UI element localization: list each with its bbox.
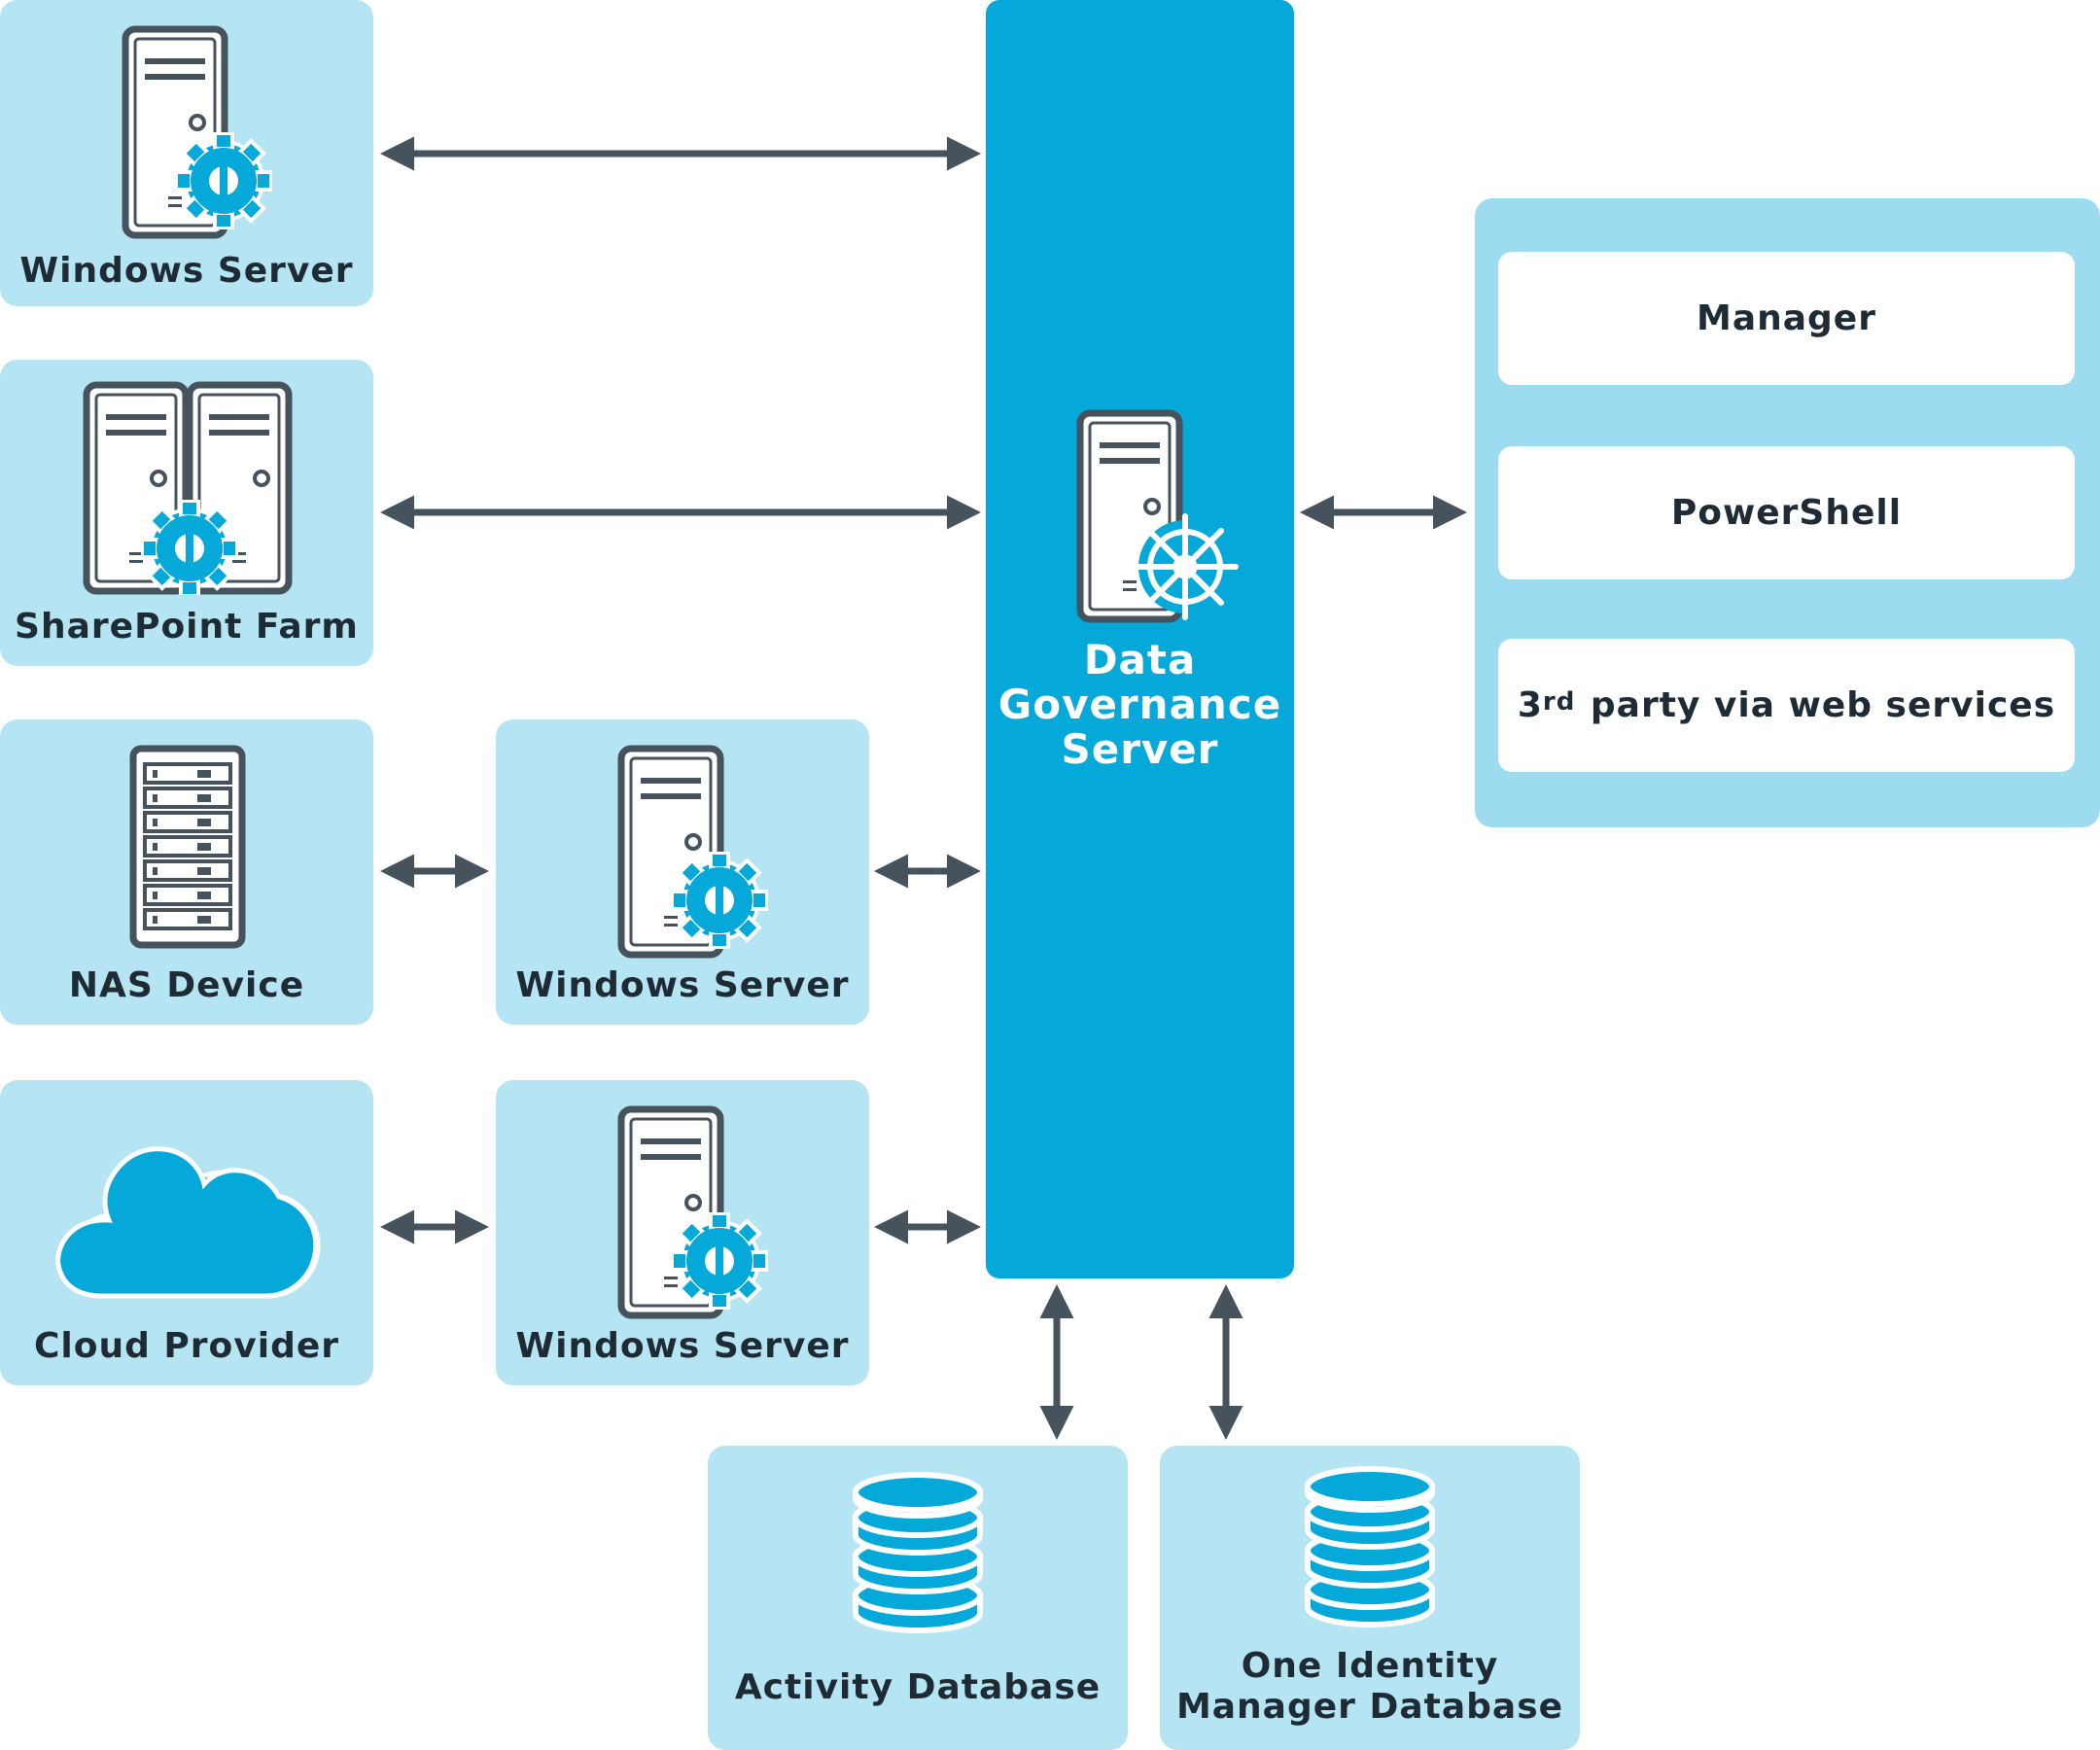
activity-database-label: Activity Database (734, 1667, 1102, 1707)
identity-database-line1: One Identity (1241, 1646, 1499, 1686)
data-governance-server-block: Data Governance Server (986, 0, 1294, 1278)
manager-card: Manager (1498, 252, 2075, 385)
identity-database-line2: Manager Database (1175, 1687, 1564, 1727)
windows-server-1-label: Windows Server (19, 251, 354, 291)
windows-server-2-label: Windows Server (515, 965, 850, 1005)
third-party-number: 3 (1517, 685, 1543, 725)
data-governance-server-label: Data Governance Server (986, 638, 1294, 772)
sharepoint-farm-label: SharePoint Farm (15, 607, 359, 647)
server-label-line2: Governance (998, 681, 1282, 728)
windows-server-1-panel: Windows Server (0, 0, 373, 306)
cloud-icon (55, 1146, 321, 1299)
activity-database-panel: Activity Database (708, 1446, 1128, 1750)
windows-server-3-label: Windows Server (515, 1326, 850, 1366)
cloud-provider-label: Cloud Provider (33, 1326, 340, 1366)
server-label-line1: Data (1083, 636, 1197, 683)
powershell-card: PowerShell (1498, 446, 2075, 579)
identity-database-label: One Identity Manager Database (1160, 1646, 1580, 1728)
nas-device-panel: NAS Device (0, 719, 373, 1025)
windows-server-2-panel: Windows Server (496, 719, 869, 1025)
server-helm-icon (1076, 409, 1239, 623)
third-party-ordinal: rd (1542, 686, 1576, 717)
nas-rack-icon (129, 745, 246, 949)
sharepoint-farm-panel: SharePoint Farm (0, 360, 373, 666)
server-label-line3: Server (1061, 725, 1219, 773)
identity-database-panel: One Identity Manager Database (1160, 1446, 1580, 1750)
cloud-provider-panel: Cloud Provider (0, 1080, 373, 1385)
windows-server-3-panel: Windows Server (496, 1080, 869, 1385)
nas-device-label: NAS Device (68, 965, 305, 1005)
third-party-label: party via web services (1590, 685, 2056, 725)
